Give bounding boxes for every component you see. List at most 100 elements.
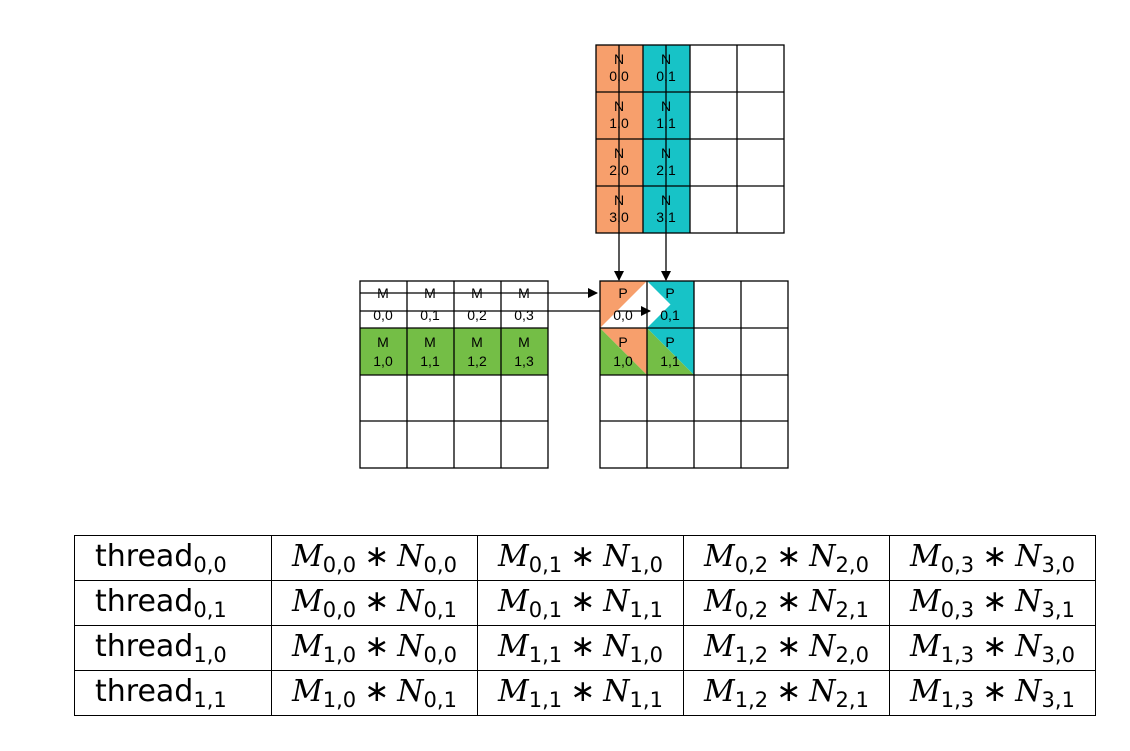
n-subscript: 0,0 [423,553,457,577]
m-subscript: 1,0 [322,688,357,712]
n-symbol: N [809,629,836,664]
multiply-operator: ∗ [776,584,802,619]
m-symbol: M [292,539,323,574]
n-symbol: N [603,629,630,664]
n-symbol: N [603,539,630,574]
p-cell-index-1-1: 1,1 [660,353,680,369]
matrix-p: P 0,0 P 0,1 P 1,0 P 1,1 [599,280,789,469]
multiply-operator: ∗ [570,629,596,664]
n-symbol: N [603,674,630,709]
n-symbol: N [397,629,424,664]
p-cell-index-1-0: 1,0 [613,353,633,369]
p-grid-lines [599,280,789,469]
n-symbol: N [397,674,424,709]
n-subscript: 0,0 [423,643,457,667]
thread-subscript: 0,1 [193,598,227,622]
m-subscript: 0,1 [528,598,563,622]
multiply-operator: ∗ [982,539,1008,574]
m-symbol: M [498,674,529,709]
product-cell: M1,2∗N2,0 [683,625,890,671]
multiply-operator: ∗ [982,629,1008,664]
m-cell-index-0-3: 0,3 [514,307,534,323]
product-cell: M0,1 ∗N1,0 [477,535,684,581]
n-subscript: 3,1 [1041,598,1075,622]
thread-label-cell: thread1,1 [74,670,272,716]
n-symbol: N [603,584,630,619]
m-symbol: M [292,629,323,664]
p-cell-index-0-1: 0,1 [660,307,680,323]
m-subscript: 1,2 [734,688,769,712]
n-subscript: 0,1 [423,688,457,712]
thread-subscript: 0,0 [193,553,227,577]
product-cell: M1,3∗N3,1 [889,670,1096,716]
m-subscript: 1,1 [528,688,563,712]
m-subscript: 0,0 [322,553,357,577]
n-subscript: 1,1 [629,688,663,712]
product-cell: M0,0∗N0,0 [271,535,478,581]
thread-label: thread [95,584,194,619]
m-cell-letter-1-0: M [377,334,389,350]
thread-label: thread [95,629,194,664]
m-cell-index-1-1: 1,1 [420,353,440,369]
n-symbol: N [809,584,836,619]
n-symbol: N [809,539,836,574]
product-cell: M1,0 ∗N0,1 [271,670,478,716]
m-symbol: M [704,584,735,619]
multiply-operator: ∗ [570,539,596,574]
product-cell: M0,3 ∗N3,0 [889,535,1096,581]
thread-label-cell: thread1,0 [74,625,272,671]
multiply-operator: ∗ [364,674,390,709]
matrix-n: N 0,0 N 0,1 N 1,0 N 1,1 N 2,0 N 2,1 N 3,… [595,44,785,281]
product-cell: M1,0∗N0,0 [271,625,478,671]
m-subscript: 1,2 [734,643,769,667]
n-symbol: N [397,539,424,574]
multiply-operator: ∗ [776,629,802,664]
p-cell-letter-1-1: P [665,334,674,350]
m-subscript: 0,0 [322,598,357,622]
m-cell-index-1-0: 1,0 [373,353,393,369]
n-subscript: 1,0 [629,643,663,667]
n-subscript: 2,1 [835,598,869,622]
m-cell-index-0-1: 0,1 [420,307,440,323]
p-cell-0-1-cyan-top [647,281,694,328]
m-cell-index-1-3: 1,3 [514,353,534,369]
n-subscript: 1,0 [629,553,663,577]
thread-product-table: thread0,0 M0,0∗N0,0 M0,1∗N1,0 M0,2∗N2,0 … [74,535,1096,716]
m-symbol: M [910,584,941,619]
p-cell-1-0-green [600,328,647,375]
n-symbol: N [1015,629,1042,664]
m-cell-letter-1-3: M [518,334,530,350]
p-cell-index-0-0: 0,0 [613,307,633,323]
product-cell: M1,1∗N1,1 [477,670,684,716]
n-subscript: 3,0 [1041,553,1075,577]
m-subscript: 0,2 [734,553,769,577]
p-cell-letter-0-1: P [665,285,674,301]
m-subscript: 0,3 [940,598,975,622]
m-symbol: M [910,539,941,574]
multiply-operator: ∗ [570,674,596,709]
m-symbol: M [292,674,323,709]
multiply-operator: ∗ [776,539,802,574]
m-symbol: M [498,539,529,574]
table-row: thread1,0 M1,0∗N0,0 M1,1∗N1,0 M1,2∗N2,0 … [74,625,1096,671]
n-subscript: 2,1 [835,688,869,712]
product-cell: M0,2∗N2,1 [683,580,890,626]
product-cell: M0,2∗N2,0 [683,535,890,581]
m-subscript: 0,1 [528,553,563,577]
m-subscript: 1,3 [940,643,975,667]
thread-label: thread [95,674,194,709]
m-cell-index-0-2: 0,2 [467,307,487,323]
thread-label-cell: thread0,0 [74,535,272,581]
n-symbol: N [1015,539,1042,574]
thread-label-cell: thread0,1 [74,580,272,626]
m-subscript: 0,3 [940,553,975,577]
p-cell-1-1-green [647,328,694,375]
thread-subscript: 1,0 [193,643,227,667]
product-cell: M0,0∗N0,1 [271,580,478,626]
m-symbol: M [910,674,941,709]
m-grid-lines [359,280,549,469]
m-subscript: 1,1 [528,643,563,667]
multiply-operator: ∗ [982,584,1008,619]
n-subscript: 3,1 [1041,688,1075,712]
m-symbol: M [704,674,735,709]
